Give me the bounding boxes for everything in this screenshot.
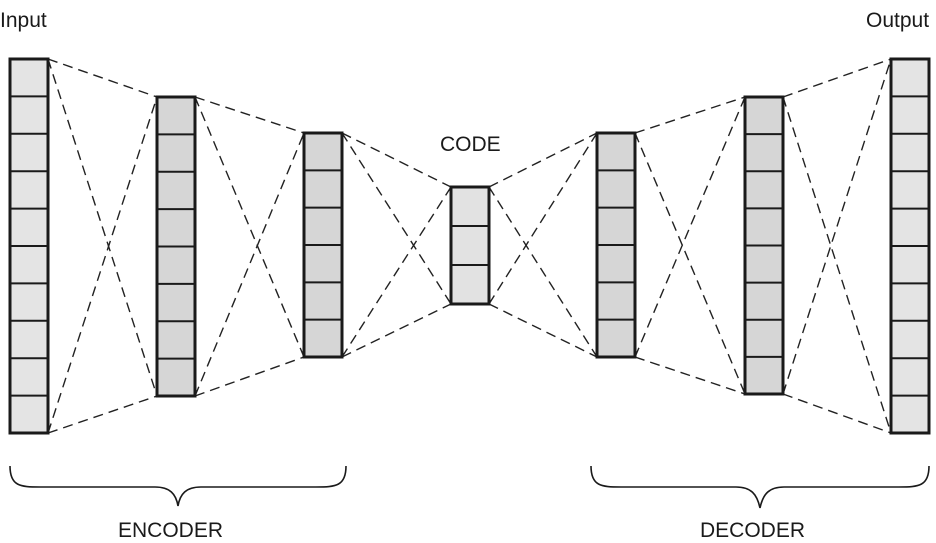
unit-cell [10, 171, 48, 209]
unit-cell [157, 97, 195, 135]
connection-code-layer-to-decoder-hidden-1-bottom [488, 303, 598, 358]
code-layer-outline [449, 185, 491, 306]
unit-cell [891, 133, 929, 172]
connection-code-layer-to-decoder-hidden-1-cross-up [488, 132, 598, 305]
connection-encoder-hidden-2-to-code-layer-bottom [341, 303, 452, 358]
unit-cell [157, 283, 195, 322]
unit-cell [745, 282, 783, 320]
unit-cell [304, 319, 342, 357]
unit-cell [597, 282, 635, 320]
unit-cell [10, 320, 48, 359]
unit-cell [597, 207, 635, 245]
unit-cell [597, 133, 635, 171]
connection-input-layer-to-encoder-hidden-1-top [47, 58, 158, 98]
connection-code-layer-to-decoder-hidden-1-cross-down [488, 186, 598, 358]
decoder-hidden-1-outline [595, 131, 637, 359]
decoder-hidden-2-outline [743, 95, 785, 396]
unit-cell [745, 97, 783, 135]
unit-cell [745, 245, 783, 283]
unit-cell [745, 319, 783, 357]
connection-input-layer-to-encoder-hidden-1-cross-up [47, 96, 158, 434]
code-label: CODE [440, 133, 501, 156]
connection-decoder-hidden-2-to-output-layer-bottom [782, 393, 892, 434]
unit-cell [745, 171, 783, 209]
connection-encoder-hidden-1-to-encoder-hidden-2-cross-down [194, 96, 305, 358]
connection-encoder-hidden-1-to-encoder-hidden-2-bottom [194, 356, 305, 397]
decoder-hidden-1 [595, 131, 637, 359]
unit-cell [304, 245, 342, 283]
connection-input-layer-to-encoder-hidden-1-cross-down [47, 58, 158, 397]
connection-encoder-hidden-2-to-code-layer-cross-up [341, 186, 452, 358]
unit-cell [304, 133, 342, 171]
unit-cell [745, 356, 783, 394]
connections [47, 58, 892, 434]
input-layer [8, 57, 50, 435]
unit-cell [157, 246, 195, 284]
encoder-hidden-2-outline [302, 131, 344, 359]
unit-cell [597, 245, 635, 283]
unit-cell [451, 265, 489, 304]
connection-decoder-hidden-1-to-decoder-hidden-2-bottom [634, 356, 746, 395]
unit-cell [10, 395, 48, 433]
unit-cell [304, 207, 342, 245]
input-layer-outline [8, 57, 50, 435]
unit-cell [157, 358, 195, 396]
code-layer [449, 185, 491, 306]
unit-cell [304, 170, 342, 208]
connection-encoder-hidden-1-to-encoder-hidden-2-top [194, 96, 305, 134]
unit-cell [891, 320, 929, 359]
output-layer [889, 57, 931, 435]
unit-cell [891, 96, 929, 134]
unit-cell [157, 321, 195, 359]
unit-cell [891, 246, 929, 284]
unit-cell [157, 171, 195, 210]
unit-cell [597, 170, 635, 208]
connection-encoder-hidden-1-to-encoder-hidden-2-cross-up [194, 132, 305, 397]
decoder-hidden-2 [743, 95, 785, 396]
unit-cell [10, 59, 48, 97]
unit-cell [891, 283, 929, 321]
connection-decoder-hidden-2-to-output-layer-cross-down [782, 96, 892, 434]
encoder-hidden-2 [302, 131, 344, 359]
connection-decoder-hidden-2-to-output-layer-cross-up [782, 58, 892, 395]
layers [8, 57, 931, 435]
unit-cell [10, 133, 48, 172]
connection-input-layer-to-encoder-hidden-1-bottom [47, 395, 158, 434]
unit-cell [597, 319, 635, 357]
output-label: Output [866, 9, 929, 32]
unit-cell [10, 208, 48, 246]
unit-cell [745, 208, 783, 246]
unit-cell [10, 358, 48, 396]
connection-decoder-hidden-1-to-decoder-hidden-2-top [634, 96, 746, 134]
decoder-brace [590, 465, 930, 509]
connection-decoder-hidden-1-to-decoder-hidden-2-cross-up [634, 96, 746, 358]
encoder-label: ENCODER [118, 519, 223, 542]
connection-encoder-hidden-2-to-code-layer-cross-down [341, 132, 452, 305]
unit-cell [157, 134, 195, 172]
encoder-hidden-1 [155, 95, 197, 398]
unit-cell [891, 59, 929, 97]
connection-decoder-hidden-1-to-decoder-hidden-2-cross-down [634, 132, 746, 395]
unit-cell [10, 246, 48, 284]
unit-cell [451, 226, 489, 265]
connection-encoder-hidden-2-to-code-layer-top [341, 132, 452, 188]
encoder-hidden-1-outline [155, 95, 197, 398]
unit-cell [10, 283, 48, 321]
connection-decoder-hidden-2-to-output-layer-top [782, 58, 892, 98]
unit-cell [157, 209, 195, 247]
decoder-label: DECODER [700, 519, 805, 542]
unit-cell [891, 358, 929, 396]
unit-cell [891, 208, 929, 246]
unit-cell [891, 395, 929, 433]
output-layer-outline [889, 57, 931, 435]
unit-cell [304, 282, 342, 320]
unit-cell [451, 187, 489, 226]
unit-cell [745, 134, 783, 172]
connection-code-layer-to-decoder-hidden-1-top [488, 132, 598, 188]
unit-cell [891, 171, 929, 209]
input-label: Input [0, 9, 47, 32]
unit-cell [10, 96, 48, 134]
encoder-brace [9, 465, 347, 507]
